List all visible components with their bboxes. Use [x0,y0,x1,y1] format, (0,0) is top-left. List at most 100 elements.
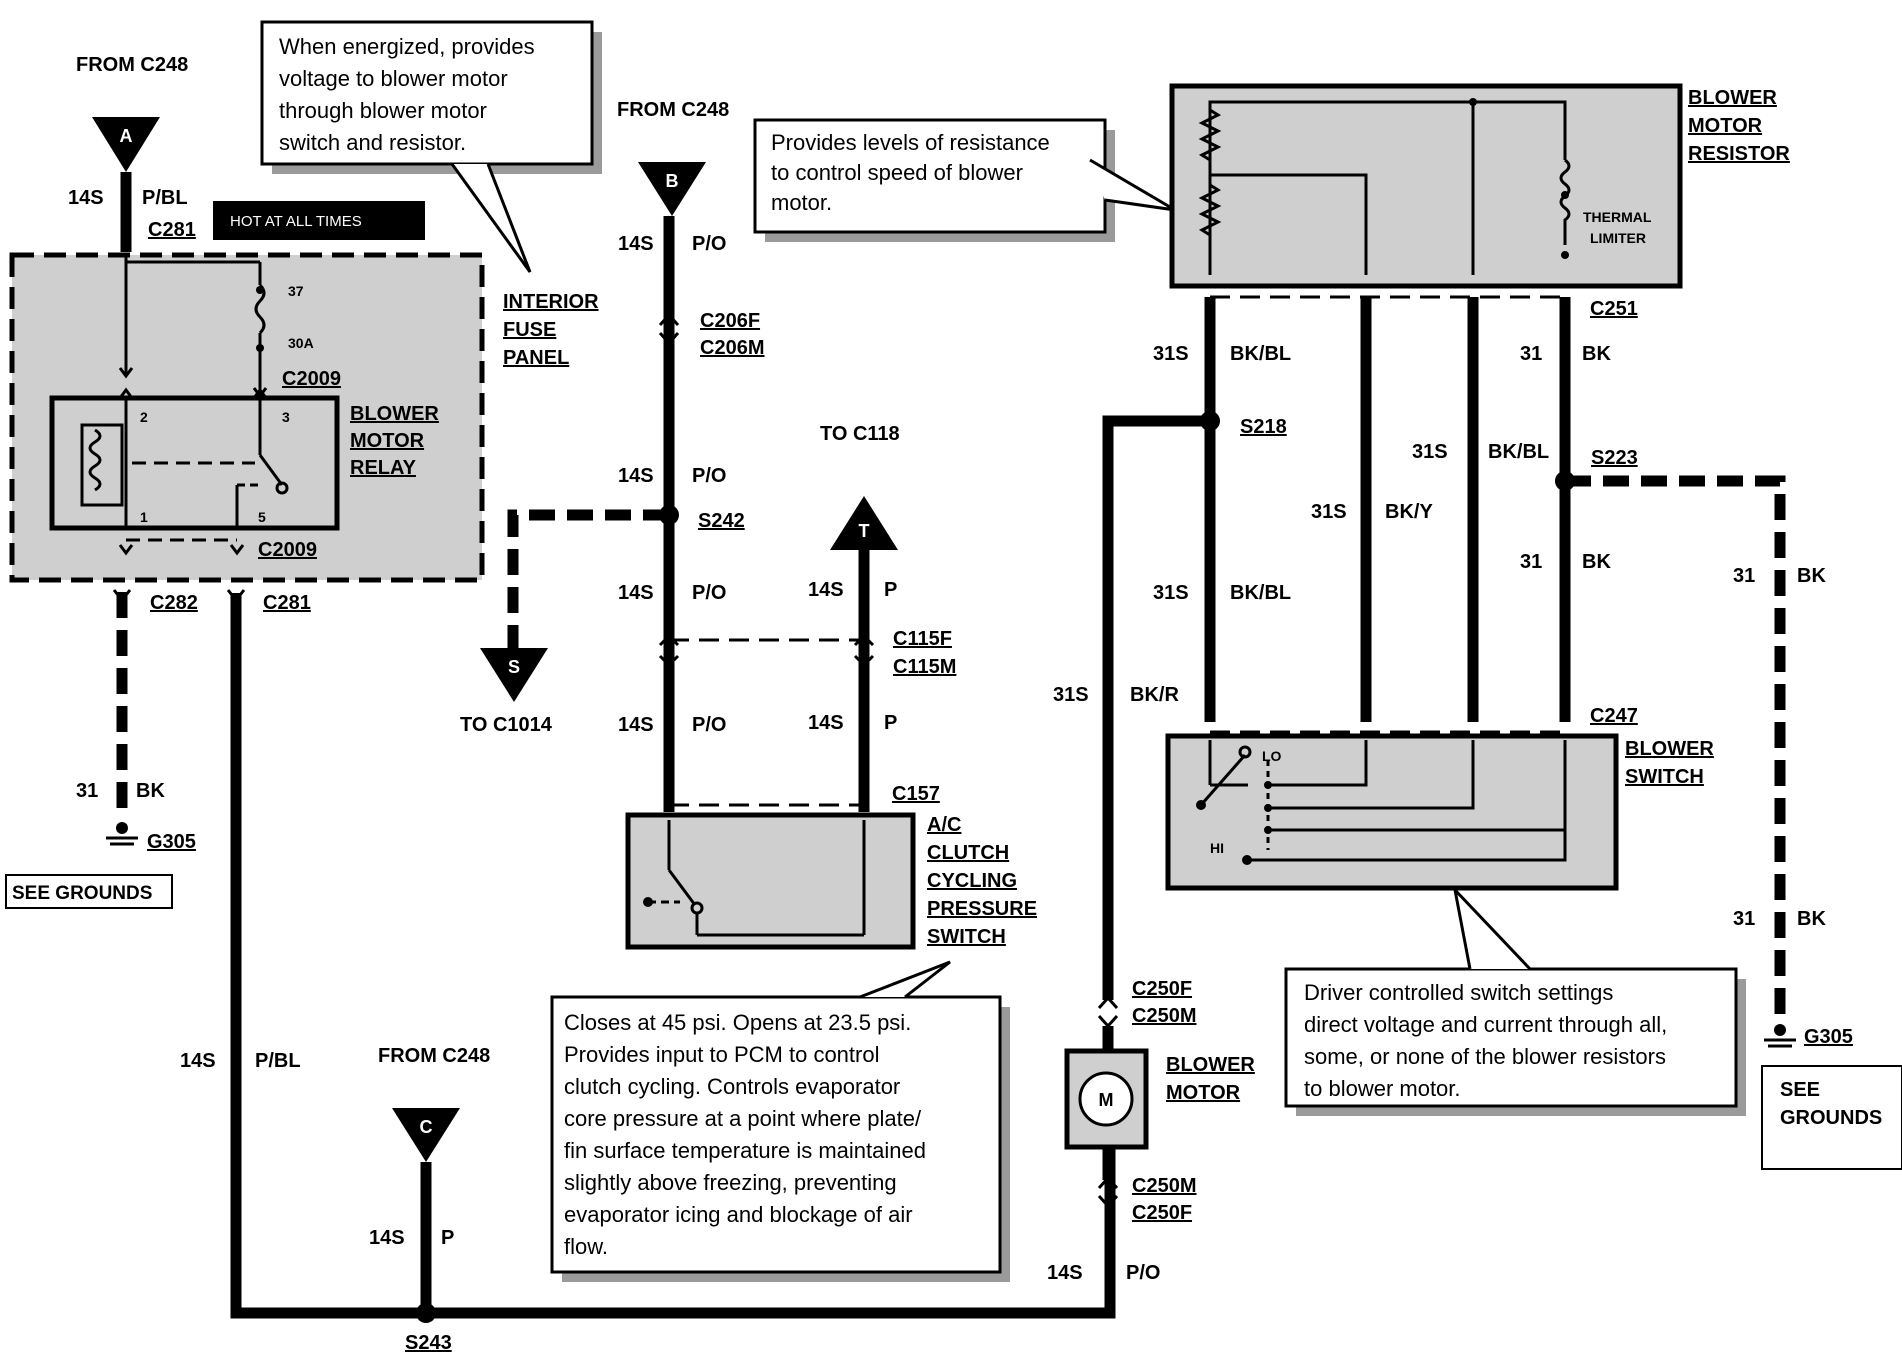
hot-at-all-times-label: HOT AT ALL TIMES [230,213,362,230]
wire-b-gauge: 14S [618,233,654,255]
c157-label: C157 [892,783,940,805]
wire-b2-color: P/O [692,465,726,487]
c2009-top-label: C2009 [282,368,341,390]
blower-motor-label-1: BLOWER [1166,1054,1255,1076]
from-c248-a-label: FROM C248 [76,54,188,76]
wire-r1b-color: BK/BL [1230,582,1291,604]
blower-switch-hi-label: HI [1210,840,1224,856]
ac-note-callout: Closes at 45 psi. Opens at 23.5 psi. Pro… [550,960,1010,1282]
wire-bk-r [1102,415,1210,1000]
relay-note-line-1: When energized, provides [279,34,535,59]
wire-pbl-color: P/BL [255,1050,301,1072]
wire-b4-gauge: 14S [618,714,654,736]
wire-a-gauge: 14S [68,187,104,209]
wire-r2-gauge: 31S [1311,501,1347,523]
ac-switch-label-5: SWITCH [927,926,1006,948]
wire-ground-right [1565,475,1786,1024]
hot-at-all-times-bar [213,201,425,240]
thermal-limiter-label-2: LIMITER [1590,230,1646,246]
resistor-note-line-1: Provides levels of resistance [771,130,1050,155]
ground-left-color: BK [136,780,165,802]
pin-1-label: 1 [140,509,148,525]
wire-pbl-gauge: 14S [180,1050,216,1072]
blower-motor-label-2: MOTOR [1166,1082,1241,1104]
ac-note-line-5: fin surface temperature is maintained [564,1138,926,1163]
c115m-label: C115M [893,656,956,678]
wire-r3-gauge: 31S [1412,441,1448,463]
ac-switch-label-4: PRESSURE [927,898,1037,920]
see-grounds-left-label: SEE GROUNDS [12,883,152,904]
blower-motor-m: M [1099,1090,1114,1110]
connector-b-letter: B [666,171,679,191]
wire-b3-color: P/O [692,582,726,604]
relay-label-1: BLOWER [350,403,439,425]
ac-switch-label-3: CYCLING [927,870,1017,892]
wire-b4-color: P/O [692,714,726,736]
switch-note-line-1: Driver controlled switch settings [1304,980,1613,1005]
ac-note-line-8: flow. [564,1234,608,1259]
connector-c-letter: C [420,1117,433,1137]
wire-r1-gauge: 31S [1153,343,1189,365]
fuse-panel-label-3: PANEL [503,347,569,369]
wire-r4b-color: BK [1582,551,1611,573]
wire-po-bot-gauge: 14S [1047,1262,1083,1284]
connector-s: S [480,648,548,702]
c250f-top-label: C250F [1132,978,1192,1000]
wire-gr-color: BK [1797,565,1826,587]
wire-b-color: P/O [692,233,726,255]
c281-bottom-label: C281 [263,592,311,614]
connector-t: T [830,496,898,550]
s242-label: S242 [698,510,745,532]
wire-t2-color: P [884,712,897,734]
g305-right-label: G305 [1804,1026,1853,1048]
connector-a: A [92,117,160,172]
switch-note-line-4: to blower motor. [1304,1076,1461,1101]
switch-note-callout: Driver controlled switch settings direct… [1284,885,1746,1116]
splice-s243 [416,1303,436,1323]
c115f-label: C115F [893,628,952,650]
thermal-limiter-label-1: THERMAL [1583,209,1652,225]
c282-label: C282 [150,592,198,614]
c206m-label: C206M [700,337,764,359]
ac-switch-label-1: A/C [927,814,961,836]
switch-note-line-2: direct voltage and current through all, [1304,1012,1667,1037]
from-c248-b-label: FROM C248 [617,99,729,121]
pin-2-label: 2 [140,409,148,425]
wire-bkr-gauge: 31S [1053,684,1089,706]
resistor-note-line-2: to control speed of blower [771,160,1023,185]
wire-r3-color: BK/BL [1488,441,1549,463]
blower-motor-relay-box [49,395,340,531]
blower-switch-lo-label: LO [1262,748,1282,764]
wire-gr-gauge: 31 [1733,565,1755,587]
fuse-panel-label-2: FUSE [503,319,556,341]
wire-r2-color: BK/Y [1385,501,1433,523]
resistor-label-1: BLOWER [1688,87,1777,109]
pin-5-label: 5 [258,509,266,525]
c251-label: C251 [1590,298,1638,320]
connector-c: C [392,1108,460,1162]
from-c248-c-label: FROM C248 [378,1045,490,1067]
relay-note-callout: When energized, provides voltage to blow… [260,20,602,273]
see-grounds-right-label-2: GROUNDS [1780,1107,1882,1129]
ac-note-line-6: slightly above freezing, preventing [564,1170,897,1195]
blower-motor-resistor-box [1169,83,1683,289]
to-c118-label: TO C118 [820,423,900,445]
s223-label: S223 [1591,447,1638,469]
wire-b3-gauge: 14S [618,582,654,604]
wire-t1-gauge: 14S [808,579,844,601]
connector-b: B [638,162,706,216]
relay-internal: 2 3 1 5 [80,387,290,556]
blower-motor-symbol [1078,1071,1134,1127]
wire-po-bot-color: P/O [1126,1262,1160,1284]
ac-note-line-1: Closes at 45 psi. Opens at 23.5 psi. [564,1010,911,1035]
s218-label: S218 [1240,416,1287,438]
wire-c-gauge: 14S [369,1227,405,1249]
fuse-panel-internal-wiring: 37 30A [118,255,314,399]
fuse-37-label: 37 [288,283,304,299]
relay-label-2: MOTOR [350,430,425,452]
fuse-panel-label-1: INTERIOR [503,291,599,313]
blower-switch-label-1: BLOWER [1625,738,1714,760]
ground-right-symbol [1764,1024,1796,1048]
resistor-note-line-3: motor. [771,190,832,215]
